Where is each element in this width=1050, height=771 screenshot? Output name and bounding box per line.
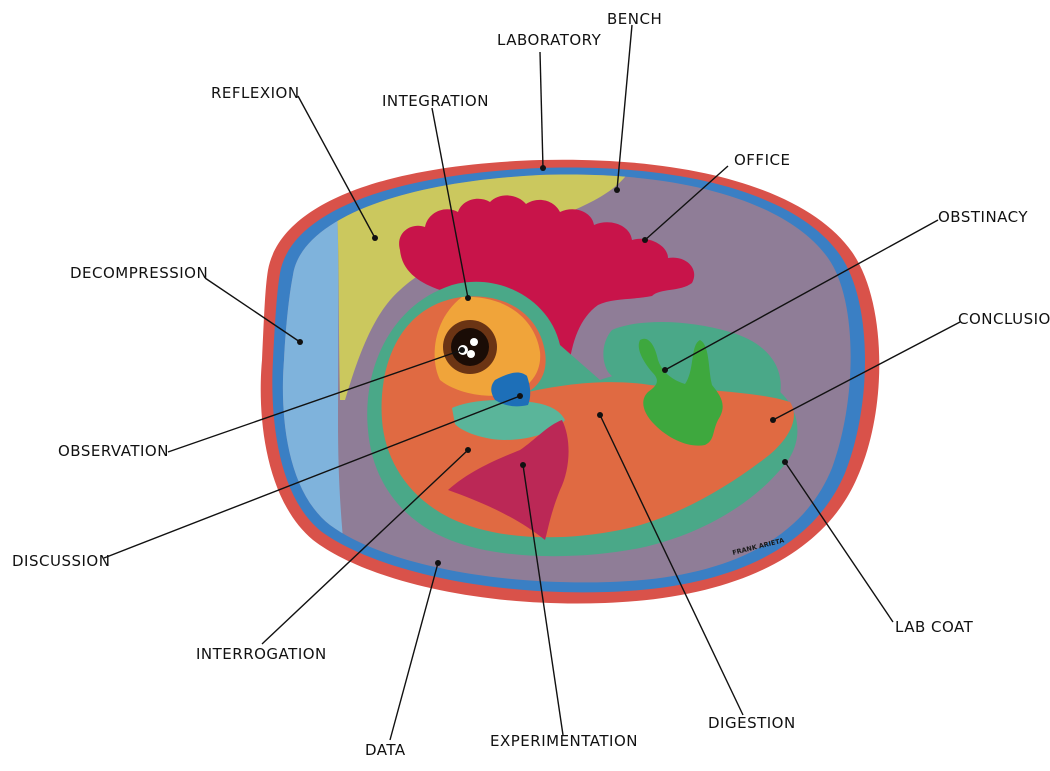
- leader-interrogation: [261, 449, 469, 645]
- label-bench: BENCH: [607, 10, 662, 28]
- dot-obstinacy: [662, 367, 668, 373]
- dot-lab-coat: [782, 459, 788, 465]
- label-interrogation: INTERROGATION: [196, 645, 327, 663]
- leader-bench: [616, 24, 633, 191]
- throat-strip: [452, 400, 565, 440]
- label-data: DATA: [365, 741, 406, 759]
- dot-decompression: [297, 339, 303, 345]
- dot-office: [642, 237, 648, 243]
- dot-conclusion: [770, 417, 776, 423]
- leader-conclusion: [772, 321, 961, 421]
- wing: [448, 420, 569, 540]
- reflexion-zone: [335, 174, 630, 400]
- label-integration: INTEGRATION: [382, 92, 489, 110]
- leader-integration: [431, 107, 469, 299]
- dot-digestion: [597, 412, 603, 418]
- leader-lab-coat: [784, 461, 894, 623]
- leader-laboratory: [539, 51, 544, 169]
- leader-experimentation: [522, 464, 564, 736]
- label-conclusion: CONCLUSION: [958, 310, 1050, 328]
- label-discussion: DISCUSSION: [12, 552, 110, 570]
- foot: [638, 338, 723, 446]
- leader-obstinacy: [664, 219, 939, 371]
- leader-observation: [167, 349, 463, 453]
- label-office: OFFICE: [734, 151, 790, 169]
- dot-observation: [459, 347, 465, 353]
- eye-highlight-3: [467, 350, 475, 358]
- label-reflexion: REFLEXION: [211, 84, 300, 102]
- dot-integration: [465, 295, 471, 301]
- dot-discussion: [517, 393, 523, 399]
- leader-digestion: [599, 414, 744, 716]
- label-obstinacy: OBSTINACY: [938, 208, 1028, 226]
- comb: [399, 195, 695, 372]
- leader-reflexion: [297, 95, 376, 239]
- label-decompression: DECOMPRESSION: [70, 264, 208, 282]
- leader-discussion: [103, 395, 521, 559]
- leader-office: [644, 165, 729, 241]
- eye-inner: [451, 328, 489, 366]
- dot-reflexion: [372, 235, 378, 241]
- dot-bench: [614, 187, 620, 193]
- label-digestion: DIGESTION: [708, 714, 796, 732]
- leader-data: [389, 562, 439, 741]
- dot-interrogation: [465, 447, 471, 453]
- label-laboratory: LABORATORY: [497, 31, 602, 49]
- leader-decompression: [204, 277, 301, 343]
- label-observation: OBSERVATION: [58, 442, 169, 460]
- eye-highlight-2: [470, 338, 478, 346]
- dot-laboratory: [540, 165, 546, 171]
- dot-data: [435, 560, 441, 566]
- label-experimentation: EXPERIMENTATION: [490, 732, 638, 750]
- dot-experimentation: [520, 462, 526, 468]
- label-lab-coat: LAB COAT: [895, 618, 974, 636]
